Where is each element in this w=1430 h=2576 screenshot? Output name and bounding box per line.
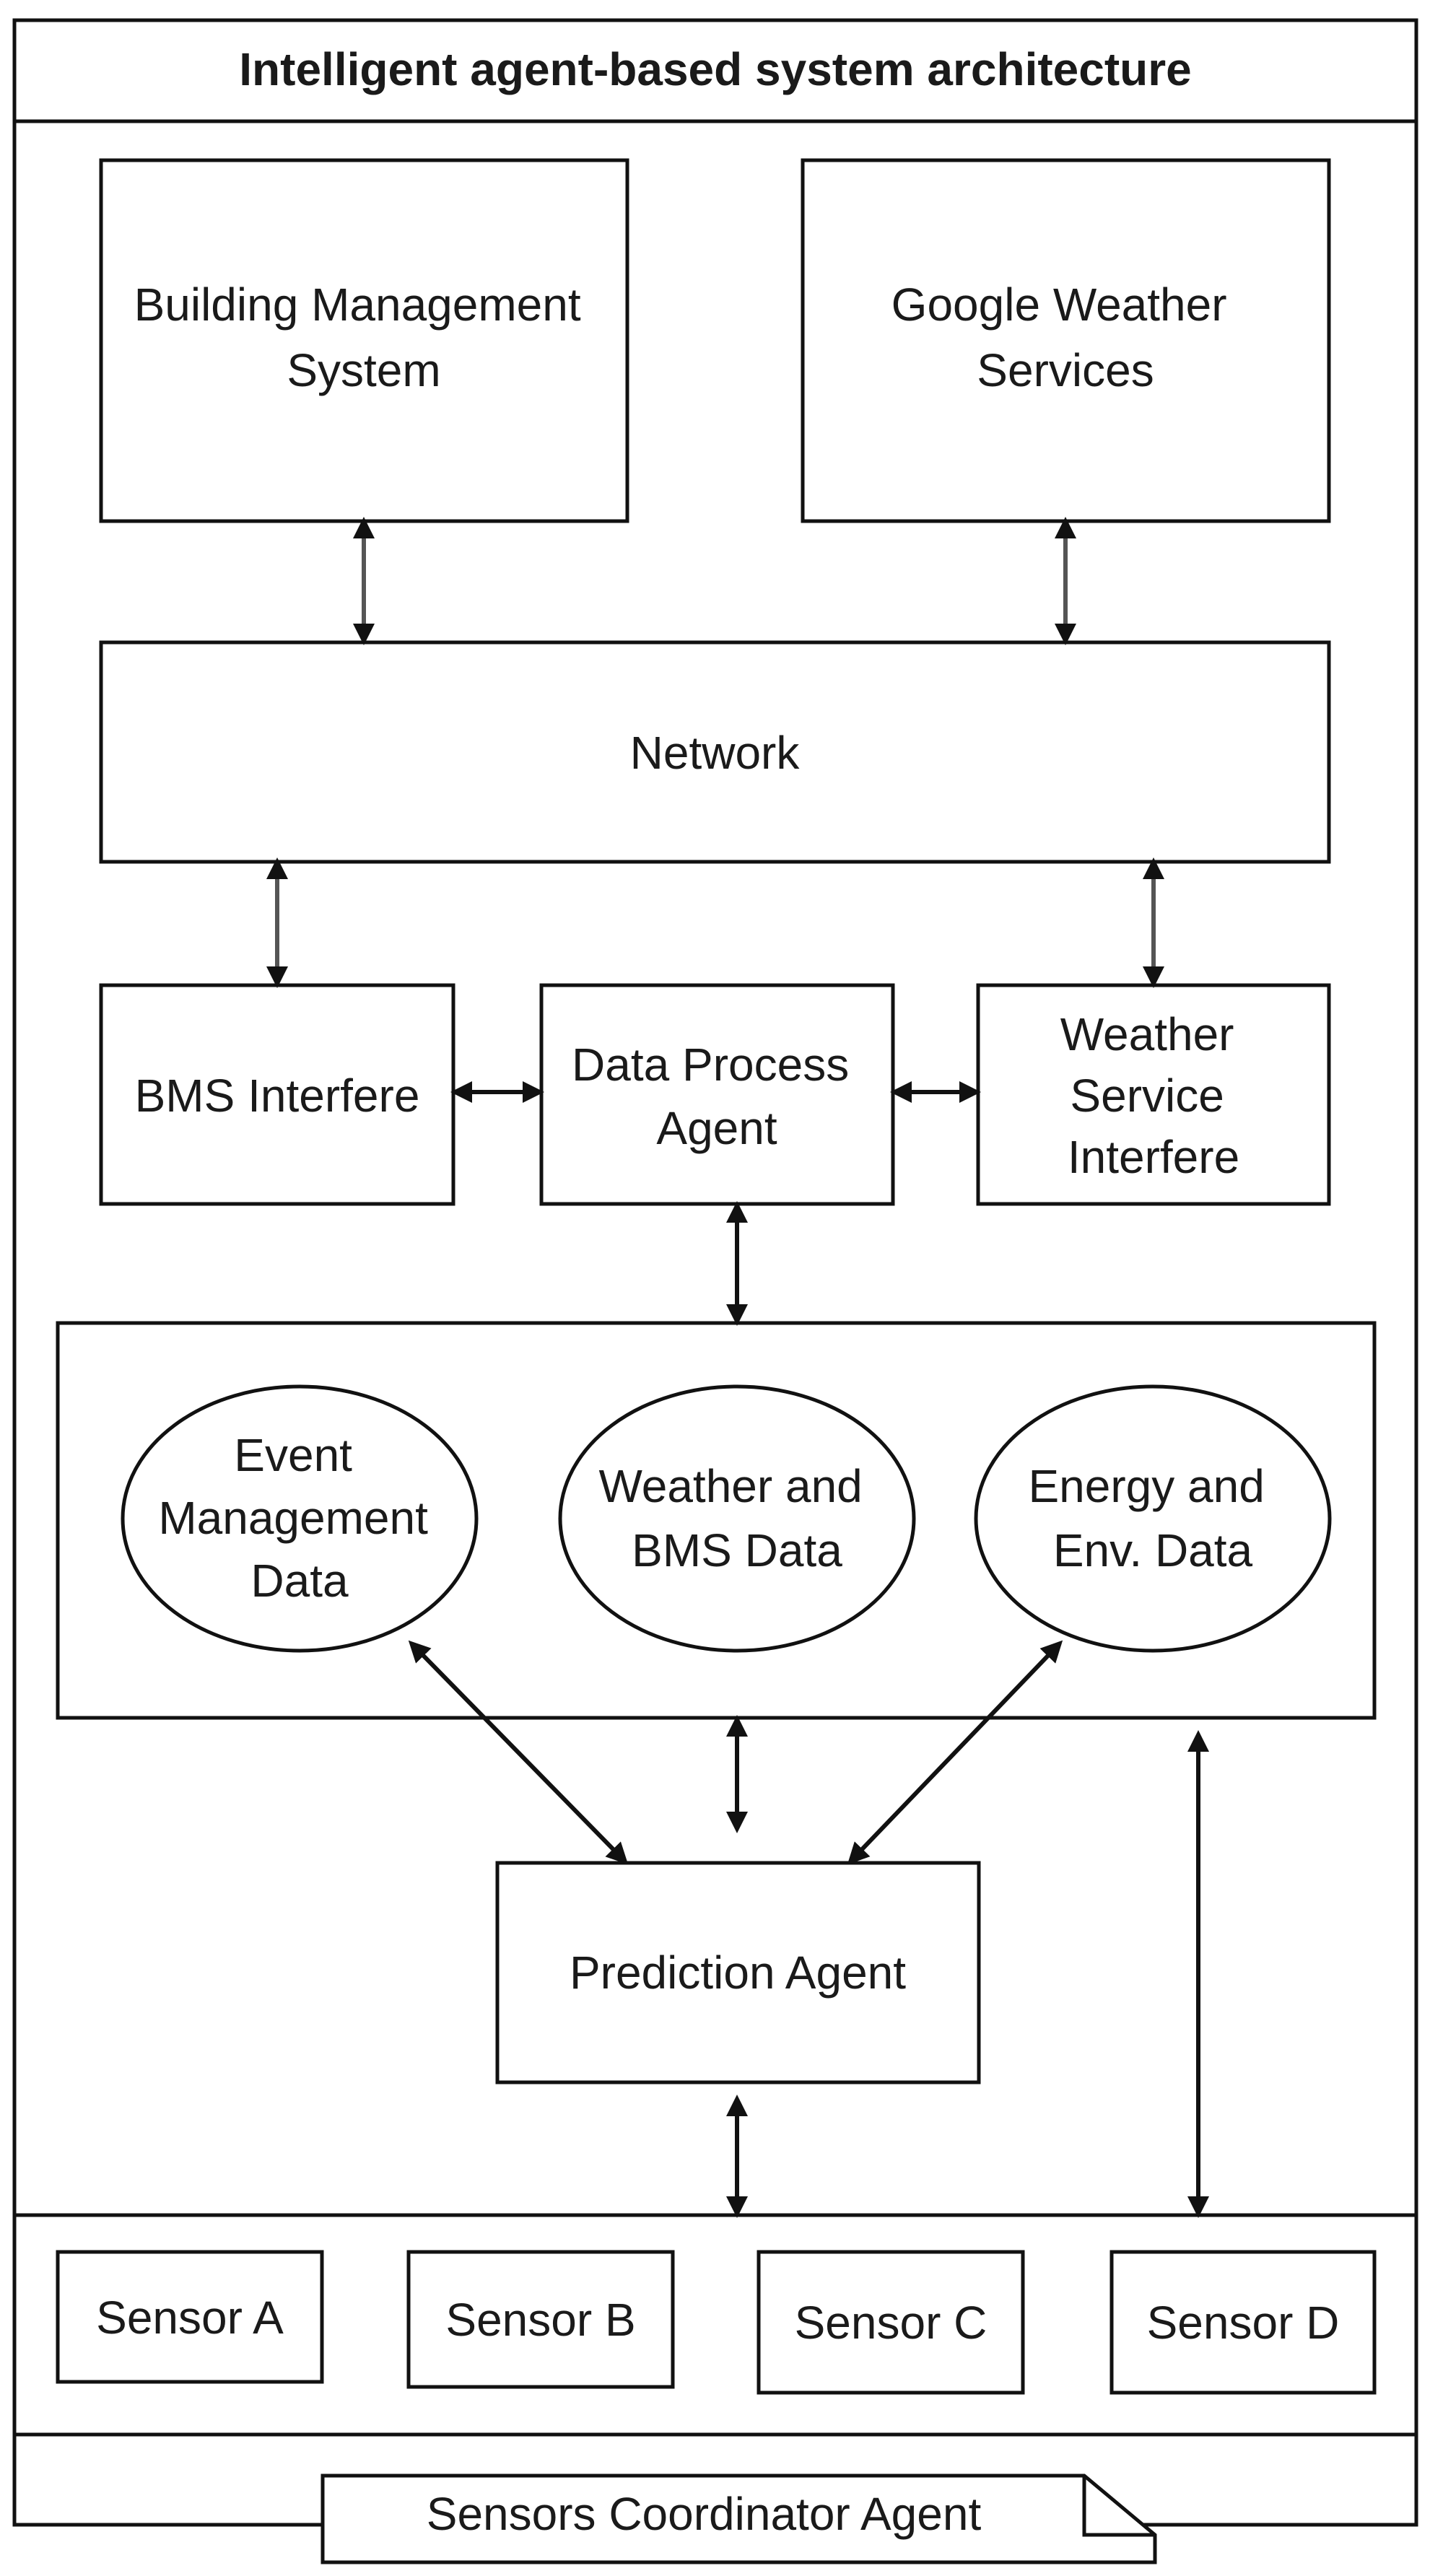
node-label-line: Data Process — [572, 1039, 849, 1091]
data-process-agent-box: Data Process Agent — [539, 983, 895, 1206]
node-label-line: BMS Data — [632, 1524, 842, 1576]
node-label-line: Services — [977, 344, 1154, 396]
node-label-line: Management — [158, 1492, 428, 1544]
svg-text:Energy and Env. Data: Energy and Env. Data — [1028, 1460, 1277, 1576]
node-label-line: Energy and — [1028, 1460, 1264, 1512]
sensor-label: Sensor B — [445, 2294, 635, 2346]
svg-text:Google Weather Services: Google Weather Services — [891, 279, 1240, 396]
svg-text:Weather Service In: Weather Service Interfere — [1060, 1008, 1247, 1183]
bms-interfere-label: BMS Interfere — [135, 1070, 420, 1122]
sensor-a-box: Sensor A — [56, 2250, 324, 2384]
google-weather-services-box: Google Weather Services — [801, 158, 1331, 523]
svg-text:Event Management D: Event Management Data — [158, 1429, 440, 1607]
node-label-line: Agent — [656, 1102, 777, 1154]
node-label-line: Data — [250, 1555, 349, 1607]
energy-and-env-data-ellipse: Energy and Env. Data — [974, 1384, 1332, 1653]
sensor-label: Sensor D — [1147, 2297, 1340, 2349]
bms-interfere-box: BMS Interfere — [99, 983, 455, 1206]
node-label-line: Env. Data — [1053, 1524, 1253, 1576]
footer-label: Sensors Coordinator Agent — [427, 2488, 982, 2540]
sensor-label: Sensor A — [96, 2292, 284, 2344]
weather-and-bms-data-ellipse: Weather and BMS Data — [558, 1384, 916, 1653]
sensor-d-box: Sensor D — [1109, 2250, 1377, 2395]
node-label-line: Weather — [1060, 1008, 1234, 1060]
network-label: Network — [630, 727, 801, 779]
building-management-system-box: Building Management System — [99, 158, 629, 523]
node-label-line: Service — [1070, 1070, 1224, 1122]
svg-text:Weather and BMS Data: Weather and BMS Data — [598, 1460, 875, 1576]
event-management-data-ellipse: Event Management Data — [121, 1384, 479, 1653]
sensors-coordinator-agent-note: Sensors Coordinator Agent — [321, 2474, 1157, 2564]
network-box: Network — [99, 640, 1331, 864]
event-data-prediction-connector — [408, 1640, 629, 1865]
sensor-c-box: Sensor C — [757, 2250, 1025, 2395]
prediction-agent-box: Prediction Agent — [495, 1861, 981, 2084]
node-label-line: Weather and — [598, 1460, 862, 1512]
node-label-line: Google Weather — [891, 279, 1227, 331]
node-label-line: Building Management — [134, 279, 581, 331]
sensor-label: Sensor C — [795, 2297, 988, 2349]
node-label-line: Event — [234, 1429, 352, 1481]
node-label-line: System — [287, 344, 440, 396]
energy-data-prediction-connector — [847, 1640, 1063, 1865]
prediction-agent-label: Prediction Agent — [570, 1947, 906, 1999]
svg-text:Building Management Syst: Building Management System — [134, 279, 594, 396]
sensor-b-box: Sensor B — [406, 2250, 675, 2389]
svg-text:Data Process Agent: Data Process Agent — [572, 1039, 862, 1154]
diagram-title: Intelligent agent-based system architect… — [239, 43, 1192, 95]
weather-service-interfere-box: Weather Service Interfere — [976, 983, 1331, 1206]
node-label-line: Interfere — [1068, 1131, 1239, 1183]
